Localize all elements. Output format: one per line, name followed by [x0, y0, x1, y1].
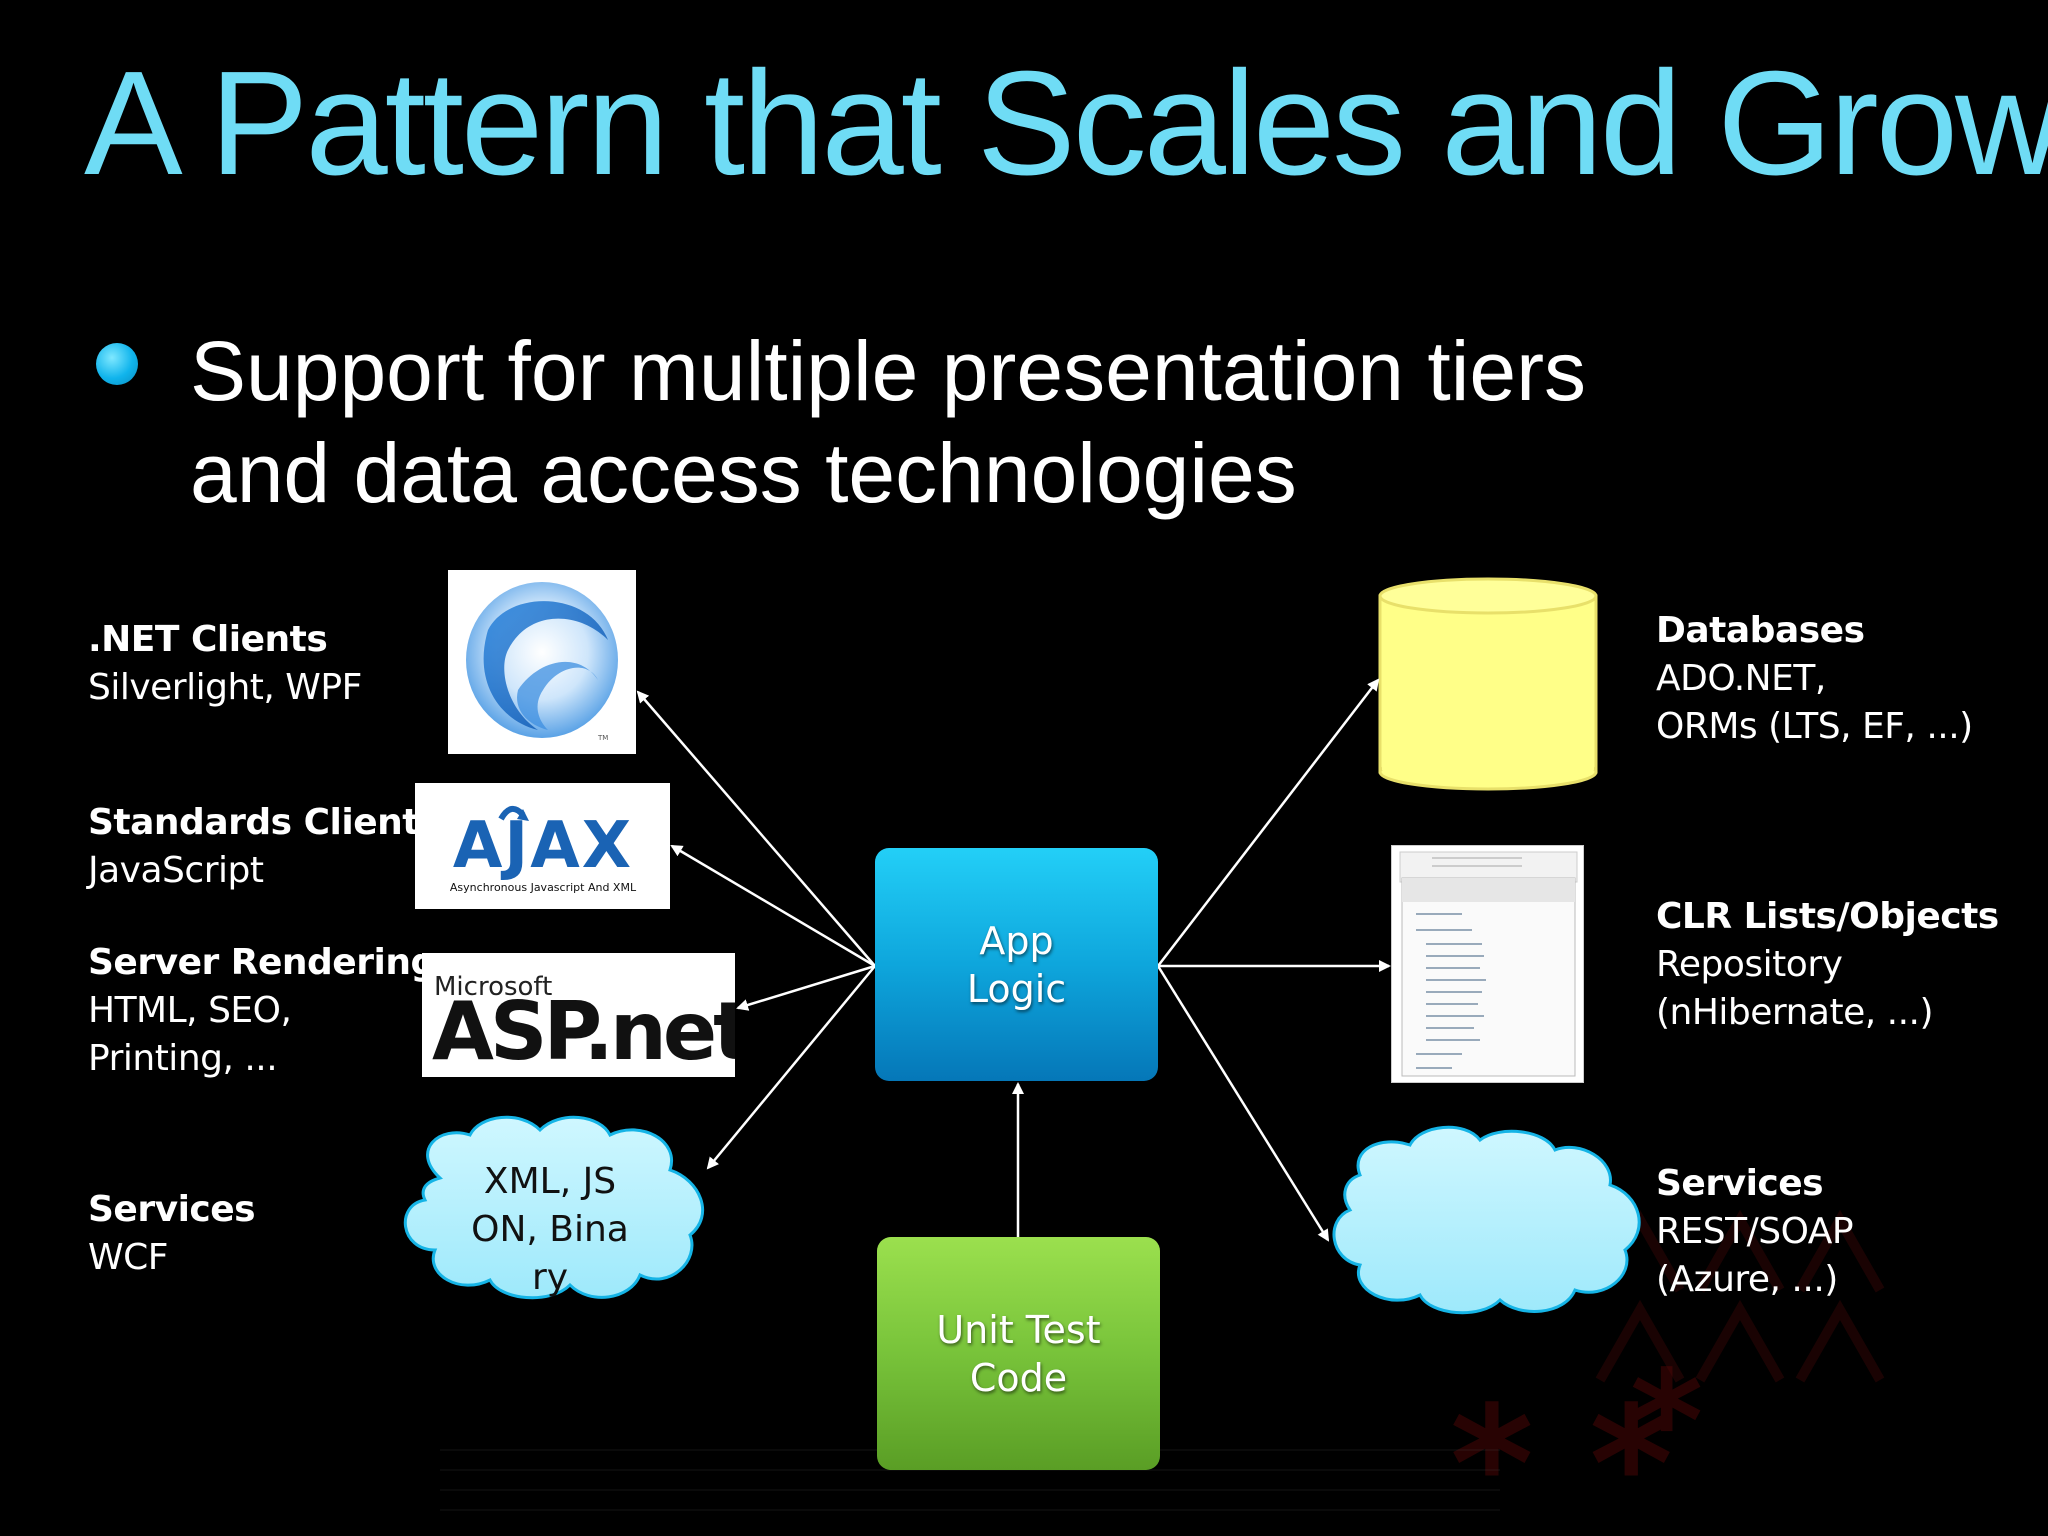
silverlight-logo: TM	[448, 570, 636, 754]
label-services-wcf-heading: Services	[88, 1189, 256, 1230]
bullet-line-1: Support for multiple presentation tiers	[190, 324, 1587, 418]
app-logic-box: App Logic	[875, 848, 1158, 1081]
unit-test-line-2: Code	[969, 1355, 1068, 1400]
label-clr-lists-detail-2: (nHibernate, ...)	[1656, 992, 1934, 1033]
label-net-clients-heading: .NET Clients	[88, 619, 328, 660]
silverlight-tm: TM	[597, 734, 608, 742]
cloud-left-line-2: ON, Bina	[471, 1209, 629, 1250]
label-net-clients: .NET Clients Silverlight, WPF	[88, 616, 362, 712]
label-services-rest: Services REST/SOAP (Azure, ...)	[1656, 1160, 1854, 1304]
label-server-rendering-detail-1: HTML, SEO,	[88, 990, 292, 1031]
label-net-clients-detail: Silverlight, WPF	[88, 667, 362, 708]
ajax-logo: AJAX Asynchronous Javascript And XML	[415, 783, 670, 909]
bullet-dot	[96, 343, 138, 385]
label-services-wcf-detail: WCF	[88, 1237, 168, 1278]
label-services-wcf: Services WCF	[88, 1186, 256, 1282]
label-server-rendering-detail-2: Printing, ...	[88, 1038, 278, 1079]
label-databases-heading: Databases	[1656, 610, 1865, 651]
label-standards-clients: Standards Clients JavaScript	[88, 799, 440, 895]
label-services-rest-detail-1: REST/SOAP	[1656, 1211, 1854, 1252]
app-logic-line-2: Logic	[966, 966, 1067, 1011]
label-standards-clients-detail: JavaScript	[88, 850, 264, 891]
unit-test-line-1: Unit Test	[936, 1307, 1101, 1352]
svg-text:* *: * *	[1450, 1371, 1673, 1536]
ajax-wordmark: AJAX	[453, 809, 633, 883]
svg-text:*: *	[1630, 1341, 1703, 1504]
aspnet-brand: Microsoft	[434, 972, 552, 1002]
label-databases-detail-1: ADO.NET,	[1656, 658, 1826, 699]
label-server-rendering: Server Rendering HTML, SEO, Printing, ..…	[88, 939, 436, 1083]
label-server-rendering-heading: Server Rendering	[88, 942, 436, 983]
ajax-tagline: Asynchronous Javascript And XML	[450, 881, 637, 894]
aspnet-logo: Microsoft ASP.net	[422, 953, 735, 1077]
slide-title: A Pattern that Scales and Grows	[84, 41, 2048, 206]
app-logic-line-1: App	[979, 918, 1054, 963]
label-clr-lists: CLR Lists/Objects Repository (nHibernate…	[1656, 893, 1999, 1037]
clr-class-diagram-image	[1391, 845, 1584, 1083]
label-services-rest-heading: Services	[1656, 1163, 1824, 1204]
label-services-rest-detail-2: (Azure, ...)	[1656, 1259, 1838, 1300]
bullet-line-2: and data access technologies	[190, 426, 1297, 520]
label-databases-detail-2: ORMs (LTS, EF, ...)	[1656, 706, 1973, 747]
label-databases: Databases ADO.NET, ORMs (LTS, EF, ...)	[1656, 607, 1973, 751]
cloud-left-text: XML, JS ON, Bina ry	[450, 1158, 650, 1302]
label-clr-lists-heading: CLR Lists/Objects	[1656, 896, 1999, 937]
cloud-left-line-1: XML, JS	[483, 1161, 617, 1202]
cloud-left-line-3: ry	[531, 1257, 569, 1298]
aspnet-wordmark: ASP.net	[432, 985, 735, 1077]
label-standards-clients-heading: Standards Clients	[88, 802, 440, 843]
label-clr-lists-detail-1: Repository	[1656, 944, 1843, 985]
unit-test-box: Unit Test Code	[877, 1237, 1160, 1470]
bullet-text: Support for multiple presentation tiers …	[190, 320, 1586, 524]
